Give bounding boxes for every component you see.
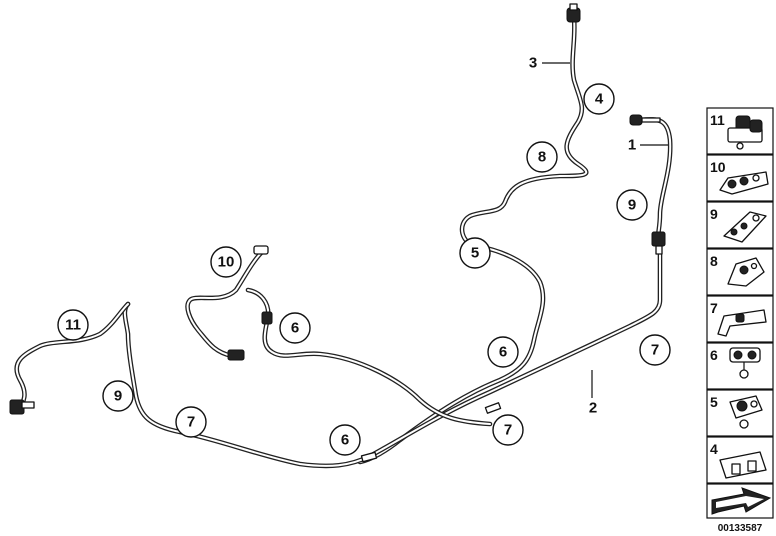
panel-item-9[interactable]: 9: [706, 201, 774, 249]
left-end-connector-icon: [9, 399, 35, 415]
panel-item-5[interactable]: 5: [706, 389, 774, 437]
callout-10: 10: [210, 246, 242, 278]
double-clip-11-icon: [727, 115, 763, 150]
callout-6-right: 6: [487, 336, 519, 368]
callout-3-label: 3: [529, 55, 537, 72]
pipe-6-mid: [262, 315, 493, 427]
top-connector-icon: [566, 3, 581, 23]
panel-item-10[interactable]: 10: [706, 154, 774, 202]
callout-8: 8: [526, 141, 558, 173]
callout-9-right-label: 9: [628, 197, 636, 214]
callout-5: 5: [459, 237, 491, 269]
pipe-connector-7-icon: [484, 402, 502, 414]
panel-item-8[interactable]: 8: [706, 248, 774, 296]
panel-item-6[interactable]: 6: [706, 342, 774, 390]
panel-footer: [706, 483, 774, 519]
callout-4: 4: [583, 83, 615, 115]
callout-1-label: 1: [628, 137, 636, 154]
clamp-10-top-icon: [253, 245, 269, 255]
panel-item-5-label: 5: [710, 394, 718, 410]
callout-5-label: 5: [471, 245, 479, 262]
pipe-lines: [14, 15, 673, 469]
callout-11: 11: [57, 309, 89, 341]
hose-joint-icon: [651, 231, 666, 255]
panel-item-6-label: 6: [710, 347, 718, 363]
panel-item-4[interactable]: 4: [706, 436, 774, 484]
pipe-11: [14, 301, 131, 413]
panel-item-9-label: 9: [710, 206, 718, 222]
callout-7-right-label: 7: [651, 342, 659, 359]
callout-6-bottom-label: 6: [341, 432, 349, 449]
callout-3: 3: [529, 55, 570, 72]
callout-7-right: 7: [639, 334, 671, 366]
pipe-1: [637, 117, 673, 241]
pipe-2: [122, 249, 663, 469]
callout-7-bottom: 7: [492, 414, 524, 446]
callout-2-label: 2: [589, 400, 597, 417]
bracket-7-icon: [717, 309, 767, 337]
callout-11-label: 11: [65, 317, 81, 334]
clip-5-icon: [729, 395, 763, 429]
callout-7-bottom-label: 7: [504, 422, 512, 439]
callout-6-mid: 6: [279, 312, 311, 344]
panel-item-7-label: 7: [710, 300, 718, 316]
callout-8-label: 8: [538, 149, 546, 166]
callout-6-mid-label: 6: [291, 320, 299, 337]
document-number: 00133587: [718, 523, 763, 534]
callout-9-left: 9: [102, 380, 134, 412]
callout-1: 1: [628, 137, 668, 154]
panel-item-11[interactable]: 11: [706, 107, 774, 155]
pipe-connector-6-icon: [360, 451, 378, 463]
callouts: 3 4 1 8 9 10 5 11: [57, 55, 671, 456]
callout-6-right-label: 6: [499, 344, 507, 361]
panel-item-4-label: 4: [710, 441, 718, 457]
holder-9-icon: [723, 211, 767, 243]
panel-item-8-label: 8: [710, 253, 718, 269]
right-connector-icon: [629, 114, 661, 126]
callout-6-bottom: 6: [329, 424, 361, 456]
pipe-main: [357, 15, 589, 465]
panel-item-7[interactable]: 7: [706, 295, 774, 343]
parts-panel: 11 10 9: [706, 107, 774, 519]
hose-end-fitting-icon: [227, 349, 245, 361]
callout-7-left-label: 7: [187, 414, 195, 431]
holder-8-icon: [727, 257, 765, 287]
callout-7-left: 7: [175, 406, 207, 438]
clip-4-icon: [719, 451, 767, 479]
clip-6-icon: [729, 347, 761, 379]
callout-4-label: 4: [595, 91, 604, 108]
fittings: [9, 3, 666, 463]
clamp-6-icon: [261, 311, 273, 325]
callout-9-right: 9: [616, 189, 648, 221]
callout-2: 2: [589, 370, 597, 417]
callout-10-label: 10: [218, 254, 235, 271]
callout-9-left-label: 9: [114, 388, 122, 405]
multi-clip-10-icon: [719, 171, 769, 195]
panel-item-11-label: 11: [710, 112, 725, 128]
panel-item-10-label: 10: [710, 159, 726, 175]
arrow-icon: [711, 487, 772, 515]
